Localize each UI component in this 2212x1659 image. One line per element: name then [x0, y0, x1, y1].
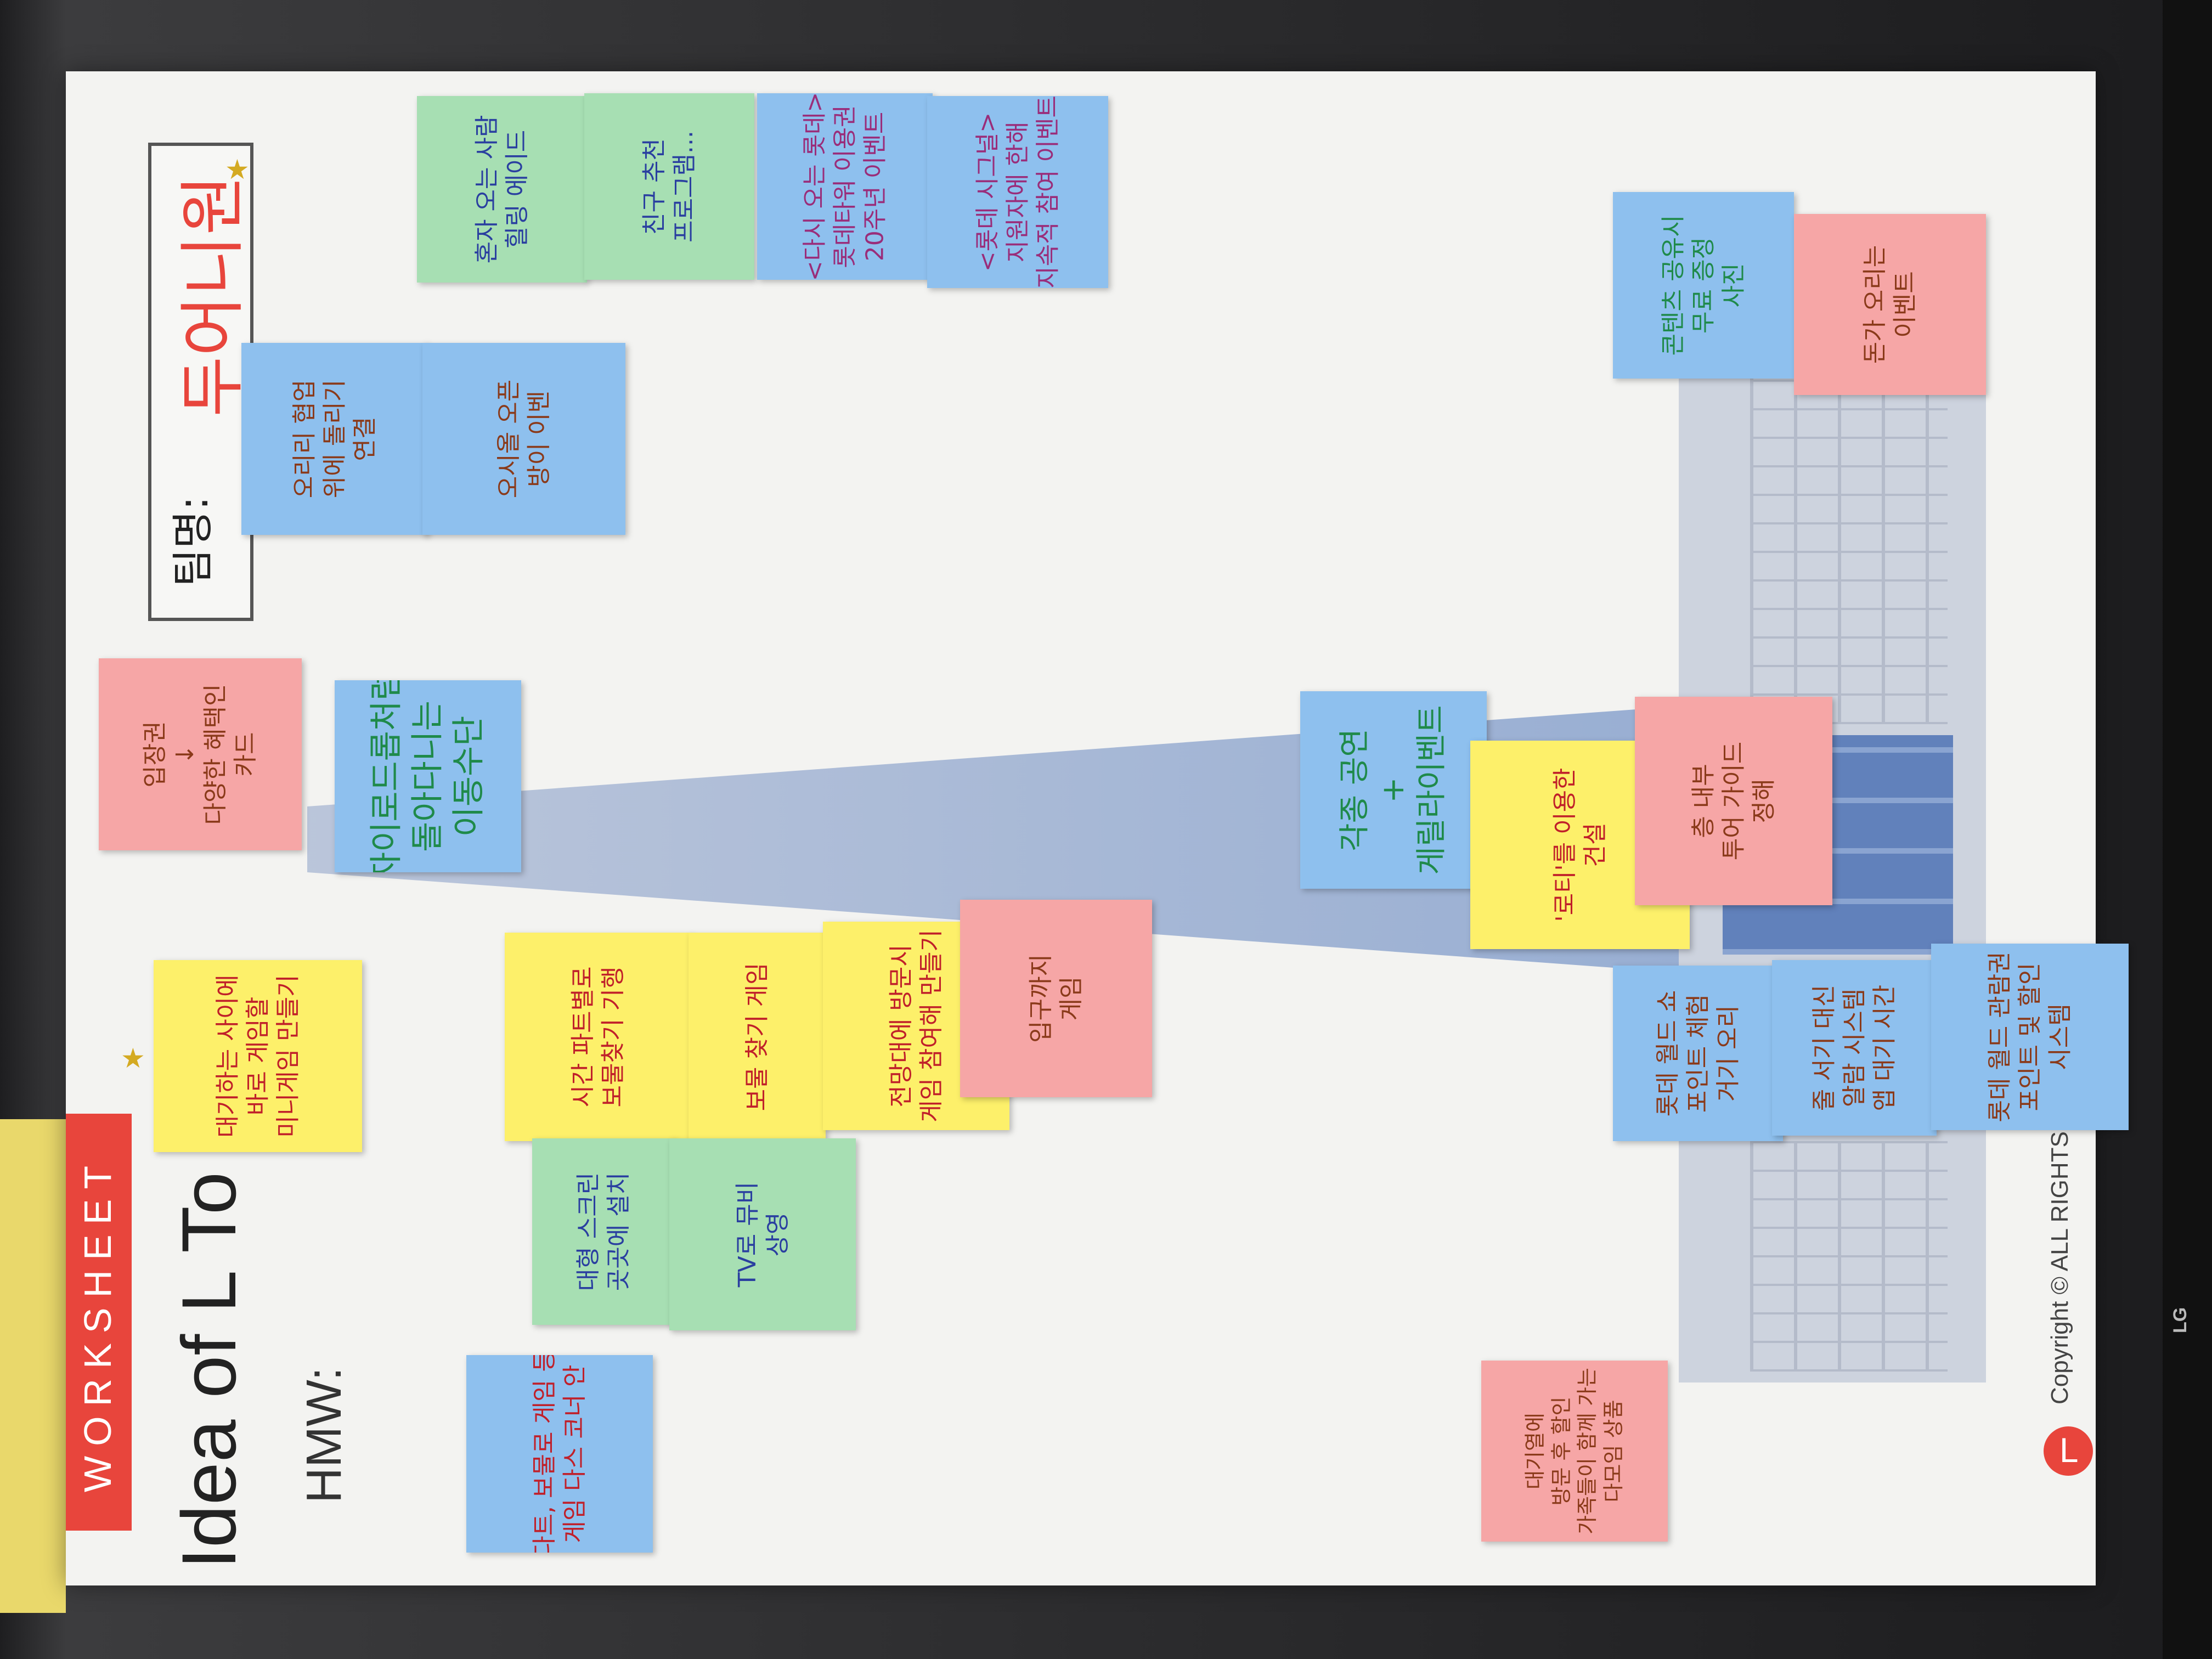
sticky-note[interactable]: 입구까지 게임 — [960, 900, 1152, 1097]
hmw-label: HMW: — [297, 1367, 352, 1503]
sticky-note[interactable]: 대기열에 방문 후 할인 가족들이 함께 가는 다모임 상품 — [1481, 1361, 1668, 1542]
star-sticker: ★ — [121, 1042, 145, 1074]
worksheet-label-bar — [66, 1114, 132, 1531]
sticky-note[interactable]: 자이로드롭처럼 돌아다니는 이동수단 — [335, 680, 521, 872]
adjacent-worksheet-notes — [0, 1119, 66, 1613]
sticky-note[interactable]: 보물 찾기 게임 — [689, 933, 826, 1141]
sticky-note[interactable]: 각종 공연 + 게릴라이벤트 — [1300, 691, 1487, 889]
sticky-note[interactable]: 돈가 오리는 이벤트 — [1794, 214, 1986, 395]
sticky-note[interactable]: 시간 파트별로 보물찾기 기행 — [505, 933, 691, 1141]
sticky-note[interactable]: 혼자 오는 사람 힐링 에이드 — [417, 96, 587, 283]
sticky-note[interactable]: TV로 뮤비 상영 — [669, 1138, 856, 1330]
worksheet-label: WORKSHEET — [76, 1155, 119, 1492]
sticky-note[interactable]: 오리리 협업 위에 돌리기 연결 — [241, 343, 428, 535]
star-sticker: ★ — [225, 154, 250, 185]
sticky-note[interactable]: 친구 추천 프로그램... — [584, 93, 754, 280]
sticky-note[interactable]: 롯데 월드 쇼 포인트 체험 거기 오리 — [1613, 966, 1783, 1141]
worksheet-title: Idea of L To — [166, 1172, 252, 1569]
monitor-brand: LG — [2169, 1307, 2191, 1333]
sticky-note[interactable]: 오시올 오픈 방이 이벤 — [422, 343, 625, 535]
sticky-note[interactable]: 롯데 월드 관람권 포인트 및 할인 시스템 — [1931, 944, 2129, 1130]
sticky-note[interactable]: 콘텐츠 공유시 무료 증정 사진 — [1613, 192, 1794, 379]
team-label: 팀명: — [168, 496, 217, 587]
sticky-note[interactable]: 대형 스크린 곳곳에 설치 — [532, 1138, 675, 1325]
team-name: 두어니원 — [175, 174, 251, 417]
sticky-note[interactable]: <다시 오는 롯데> 롯데타워 이용권 20주년 이벤트 — [757, 93, 933, 280]
copyright-text: Copyright © ALL RIGHTS R — [2046, 1107, 2073, 1404]
brand-logo: L — [2044, 1426, 2093, 1476]
sticky-note[interactable]: 층 내부 투어 가이드 정해 — [1635, 697, 1832, 905]
monitor-edge — [2163, 0, 2212, 1659]
sticky-note[interactable]: <롯데 시그널> 지원자에 한해 지속적 참여 이벤트 — [927, 96, 1108, 288]
sticky-note[interactable]: 다트, 보물로 게임 등 게임 다스 코너 안 — [466, 1355, 653, 1553]
tower-illustration-pattern — [1750, 362, 1948, 724]
sticky-note[interactable]: 줄 서기 대신 알람 시스템 앱 대기 시간 — [1772, 960, 1937, 1136]
tower-illustration-pattern — [1750, 1141, 1948, 1372]
sticky-note[interactable]: 대기하는 사이에 바로 게임할 미니게임 만들기 — [154, 960, 362, 1152]
sticky-note[interactable]: 입장권 ↓ 다양한 혜택인 카드 — [99, 658, 302, 850]
